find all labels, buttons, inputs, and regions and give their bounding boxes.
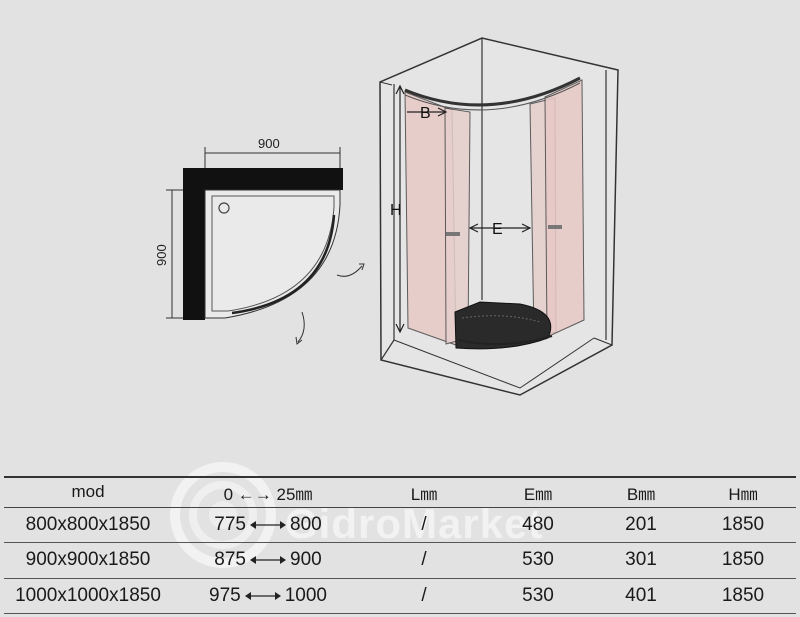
range-to: 1000	[284, 584, 327, 606]
header-e: E㎜	[523, 484, 553, 504]
cell-l: /	[421, 513, 427, 535]
cell-e: 480	[522, 513, 554, 535]
cell-mod: 1000x1000x1850	[15, 584, 161, 606]
table-row: 900x900x1850 875 900 / 530 301 1850	[4, 543, 796, 579]
range-from: 775	[214, 513, 246, 535]
range-to: 900	[290, 549, 322, 571]
spec-table: mod 0 ←→ 25㎜ L㎜ E㎜ B㎜ H㎜ 800x800x1850 77…	[4, 476, 796, 614]
plan-tray-outline	[204, 189, 341, 319]
cell-h: 1850	[721, 549, 765, 571]
cell-b: 301	[625, 549, 657, 571]
table-row: 800x800x1850 775 800 / 480 201 1850	[4, 507, 796, 543]
plan-depth-label: 900	[154, 244, 169, 266]
plan-back-wall	[183, 168, 343, 190]
table-row: 1000x1000x1850 975 1000 / 530 401 1850	[4, 578, 796, 614]
cell-range: 775 800	[172, 507, 364, 543]
cell-mod: 900x900x1850	[25, 549, 151, 571]
header-h: H㎜	[728, 484, 758, 504]
cell-h: 1850	[721, 584, 765, 606]
table-header-row: mod 0 ←→ 25㎜ L㎜ E㎜ B㎜ H㎜	[4, 477, 796, 507]
label-e: E	[492, 221, 503, 238]
plan-view: 900 900	[154, 136, 365, 345]
range-from: 975	[209, 584, 241, 606]
label-h: H	[390, 202, 402, 219]
double-arrow-icon	[250, 556, 286, 565]
range-from: 875	[214, 549, 246, 571]
cell-mod: 800x800x1850	[25, 513, 151, 535]
header-range: 0 ←→ 25㎜	[223, 484, 313, 504]
header-l: L㎜	[410, 484, 438, 504]
enclosure-view: H B E	[379, 37, 619, 396]
double-arrow-icon	[250, 520, 286, 529]
cell-b: 401	[625, 584, 657, 606]
plan-width-label: 900	[258, 136, 280, 151]
shower-diagram: 900 900	[154, 37, 619, 396]
glass-panel-right	[544, 79, 585, 338]
cell-l: /	[421, 584, 427, 606]
plan-side-wall	[183, 168, 205, 320]
cell-e: 530	[522, 549, 554, 571]
cell-b: 201	[625, 513, 657, 535]
plan-drain	[218, 202, 230, 214]
header-mod: mod	[71, 482, 105, 502]
label-b: B	[420, 105, 431, 122]
cell-e: 530	[522, 584, 554, 606]
top-rail	[404, 76, 581, 107]
door-swing-arc-left	[297, 311, 305, 343]
double-arrow-icon	[244, 591, 281, 600]
cell-h: 1850	[721, 513, 765, 535]
range-to: 800	[290, 513, 322, 535]
header-b: B㎜	[626, 484, 656, 504]
door-swing-arc-right	[336, 265, 363, 277]
cell-l: /	[421, 549, 427, 571]
cell-range: 975 1000	[172, 578, 364, 614]
cell-range: 875 900	[172, 543, 364, 579]
